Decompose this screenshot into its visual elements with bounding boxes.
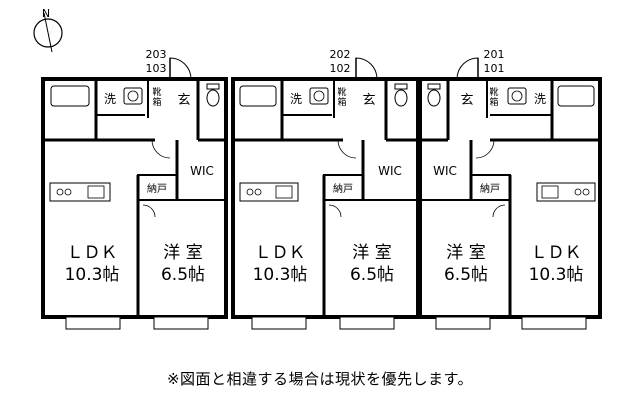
shoe-box-char1: 靴 (489, 86, 498, 98)
shoe-box-label: 靴箱 (489, 86, 498, 108)
stove-burner (246, 188, 254, 196)
western-room-size: 6.5帖 (444, 265, 488, 285)
room-door (492, 204, 506, 218)
window (251, 316, 307, 330)
unit-number-upper: 202 (330, 48, 351, 61)
entrance-label: 玄 (177, 93, 190, 108)
shoe-box-char2: 箱 (337, 96, 346, 108)
washbasin (507, 87, 527, 105)
toilet-tank (394, 83, 408, 90)
north-label: N (42, 7, 50, 20)
wic-label: WIC (190, 164, 214, 178)
toilet (394, 89, 408, 107)
western-room-size: 6.5帖 (350, 265, 394, 285)
ldk-label: ＬＤＫ (255, 243, 306, 263)
kitchen-counter (239, 182, 299, 202)
closet-label: 納戸 (147, 182, 167, 195)
room-door (151, 139, 171, 159)
compass-axis (43, 12, 53, 53)
sink (87, 185, 105, 199)
toilet-tank (427, 83, 441, 90)
unit-number-lower: 102 (330, 62, 351, 75)
window (153, 316, 209, 330)
kitchen-counter (536, 182, 596, 202)
closet-label: 納戸 (333, 182, 353, 195)
unit-number-upper: 203 (146, 48, 167, 61)
entrance-label: 玄 (362, 93, 375, 108)
disclaimer-caption: ※図面と相違する場合は現状を優先します。 (166, 370, 474, 388)
unit-201-101: 玄 靴箱 洗 201 101 WIC 納戸 洋 室 6.5帖 ＬＤＫ 10.3帖 (418, 48, 602, 330)
window (521, 316, 587, 330)
washbasin (123, 87, 143, 105)
basin-bowl (511, 90, 523, 102)
sink (275, 185, 293, 199)
toilet (427, 89, 441, 107)
sink (541, 185, 559, 199)
compass-needle (45, 20, 56, 46)
western-room-size: 6.5帖 (161, 265, 205, 285)
bathtub (50, 85, 90, 107)
western-room-label: 洋 室 (446, 243, 485, 263)
window (65, 316, 121, 330)
ldk-size: 10.3帖 (529, 265, 584, 285)
wic-label: WIC (378, 164, 402, 178)
entry-door (456, 57, 479, 80)
basin-bowl (127, 90, 139, 102)
toilet-tank (206, 83, 220, 90)
ldk-size: 10.3帖 (65, 265, 120, 285)
stove-burner (56, 188, 64, 196)
wash-label: 洗 (534, 92, 546, 106)
room-door (328, 204, 342, 218)
unit-203-103: 洗 靴箱 玄 203 103 WIC 納戸 ＬＤＫ 10.3帖 洋 室 6.5帖 (41, 48, 228, 330)
bathtub (557, 85, 595, 107)
unit-number-lower: 103 (146, 62, 167, 75)
ldk-size: 10.3帖 (253, 265, 308, 285)
shoe-box-char2: 箱 (489, 96, 498, 108)
shoe-box-label: 靴箱 (337, 86, 346, 108)
stove-burner (574, 188, 582, 196)
bathtub (239, 85, 277, 107)
washbasin (309, 87, 329, 105)
shoe-box-label: 靴箱 (152, 86, 161, 108)
basin-bowl (313, 90, 325, 102)
ldk-label: ＬＤＫ (531, 243, 582, 263)
ldk-label: ＬＤＫ (67, 243, 118, 263)
closet-label: 納戸 (480, 182, 500, 195)
room-door (337, 139, 357, 159)
shoe-box-char2: 箱 (152, 96, 161, 108)
stove-burner (582, 188, 590, 196)
window (435, 316, 491, 330)
unit-number-lower: 101 (484, 62, 505, 75)
entry-door (169, 57, 192, 80)
kitchen-counter (49, 182, 111, 202)
compass-circle (33, 18, 63, 48)
shoe-box-char1: 靴 (152, 86, 161, 98)
window (339, 316, 395, 330)
room-door (475, 139, 495, 159)
stove-burner (64, 188, 72, 196)
wash-label: 洗 (104, 92, 116, 106)
wic-label: WIC (433, 164, 457, 178)
compass: N (33, 7, 63, 53)
western-room-label: 洋 室 (352, 243, 391, 263)
unit-outer-wall (41, 77, 228, 319)
shoe-box-char1: 靴 (337, 86, 346, 98)
entry-door (355, 57, 378, 80)
entrance-label: 玄 (460, 93, 473, 108)
unit-202-102: 洗 靴箱 玄 202 102 WIC 納戸 ＬＤＫ 10.3帖 洋 室 6.5帖 (231, 48, 420, 330)
unit-number-upper: 201 (484, 48, 505, 61)
western-room-label: 洋 室 (163, 243, 202, 263)
stove-burner (254, 188, 262, 196)
wash-label: 洗 (290, 92, 302, 106)
room-door (142, 204, 156, 218)
toilet (206, 89, 220, 107)
